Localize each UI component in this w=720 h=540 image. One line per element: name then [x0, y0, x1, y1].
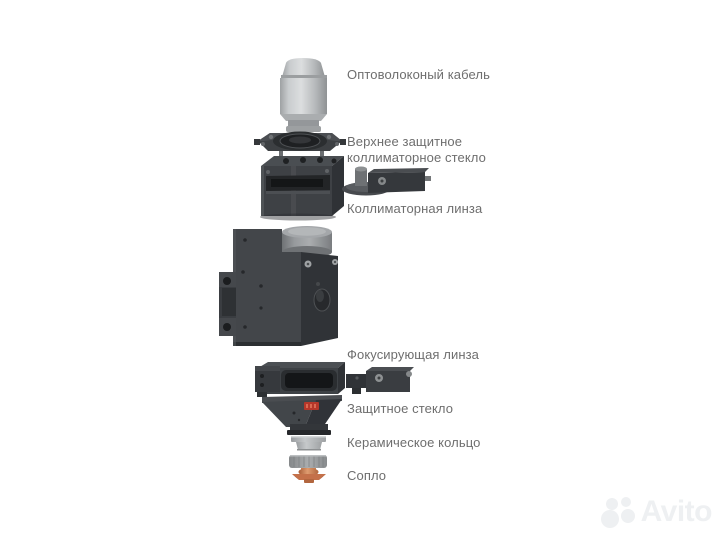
lower-cone — [262, 395, 342, 435]
nozzle-part — [292, 468, 326, 483]
brand-badge — [304, 402, 319, 410]
label-protective-glass: Защитное стекло — [347, 401, 454, 416]
watermark-brand-text: Avito — [640, 495, 713, 528]
protective-glass-drawer — [346, 367, 414, 394]
main-housing-body — [219, 226, 338, 346]
label-collimator-lens: Коллиматорная линза — [347, 201, 483, 216]
label-upper-glass: Верхнее защитное коллиматорное стекло — [347, 134, 486, 165]
fiber-cable-connector — [280, 58, 327, 132]
label-nozzle: Сопло — [347, 468, 387, 483]
upper-protective-glass-plate — [254, 131, 346, 156]
lock-ring — [289, 455, 327, 468]
mounting-bracket — [219, 272, 236, 336]
ceramic-ring — [291, 436, 326, 451]
avito-watermark: Avito — [599, 492, 713, 532]
label-focusing-lens: Фокусирующая линза — [347, 347, 479, 362]
label-fiber-cable: Оптоволоконый кабель — [347, 67, 490, 82]
label-ceramic-ring: Керамическое кольцо — [347, 435, 481, 450]
focusing-lens-holder — [255, 362, 345, 397]
holder-left-tab — [255, 366, 280, 397]
collimator-block — [260, 156, 344, 221]
avito-logo-icon — [600, 497, 635, 528]
collimator-lens-drawer — [342, 166, 431, 196]
